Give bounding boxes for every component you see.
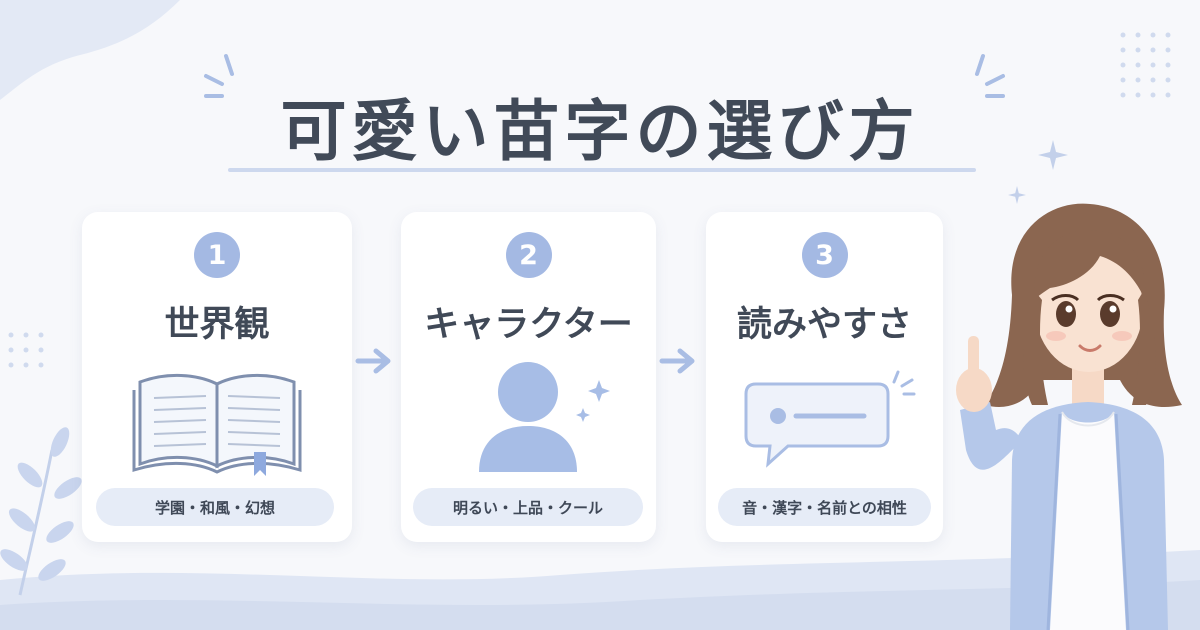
dot-grid-decoration [8,332,44,368]
speech-bubble-icon [744,370,916,468]
step-number-badge: 2 [505,232,552,278]
bottom-wave-decoration [0,550,1200,630]
open-book-icon [132,374,302,476]
step-tags-pill: 音・漢字・名前との相性 [718,488,931,526]
person-icon [479,362,610,472]
arrow-right-icon [355,348,391,374]
title-underline [228,168,976,172]
corner-blob-decoration [0,0,180,100]
step-title: キャラクター [424,305,633,345]
step-title: 世界観 [164,305,270,345]
step-tags-pill: 明るい・上品・クール [413,488,643,526]
star-sparkle-icon [1008,186,1026,204]
step-number-badge: 3 [801,232,848,278]
step-card-1: 1 世界観 学園・和風・幻想 [82,212,352,542]
step-title: 読みやすさ [736,305,912,345]
step-card-2: 2 キャラクター 明るい・上品・クール [401,212,656,542]
dot-grid-decoration [1120,32,1171,98]
leaf-decoration [0,427,82,596]
page-title: 可愛い苗字の選び方 [280,93,920,170]
sparkle-lines-right-icon [975,54,1005,98]
step-tags-pill: 学園・和風・幻想 [96,488,334,526]
sparkle-lines-left-icon [204,54,234,98]
arrow-right-icon [659,348,695,374]
step-card-3: 3 読みやすさ 音・漢字・名前との相性 [706,212,943,542]
step-number-badge: 1 [194,232,240,278]
star-sparkle-icon [1038,140,1068,170]
pointing-girl-illustration [956,203,1182,630]
